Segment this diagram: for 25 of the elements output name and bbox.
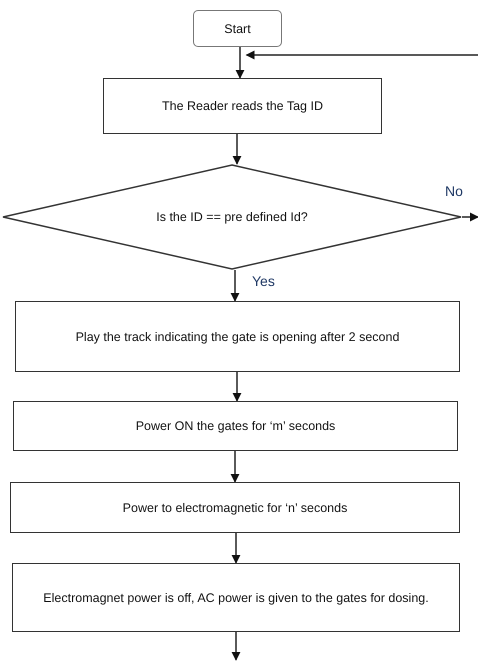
arrow <box>232 533 240 564</box>
arrow <box>236 47 244 79</box>
arrow <box>230 270 240 302</box>
step-text: Is the ID == pre defined Id? <box>155 209 309 226</box>
arrow <box>232 134 242 165</box>
edge-label: Yes <box>251 273 276 289</box>
arrow <box>462 212 478 222</box>
decision-diamond <box>2 164 462 270</box>
process-box <box>103 78 382 134</box>
step-text: Electromagnet power is off, AC power is given to the gates for dosing. <box>42 590 430 607</box>
process-box <box>12 563 460 632</box>
step-text: Power to electromagnetic for ‘n’ seconds <box>122 500 348 517</box>
arrow <box>230 451 240 483</box>
step-text: Play the track indicating the gate is opening after 2 second <box>74 328 400 346</box>
process-box <box>10 482 460 533</box>
step-text: Start <box>223 20 252 38</box>
process-box <box>15 301 460 372</box>
arrow <box>246 50 478 60</box>
arrow <box>232 632 240 661</box>
start-terminal <box>193 10 282 47</box>
process-box <box>13 401 458 451</box>
step-text: The Reader reads the Tag ID <box>161 98 324 115</box>
edge-label: No <box>444 183 464 199</box>
step-text: Power ON the gates for ‘m’ seconds <box>134 418 336 435</box>
arrow <box>232 372 242 402</box>
